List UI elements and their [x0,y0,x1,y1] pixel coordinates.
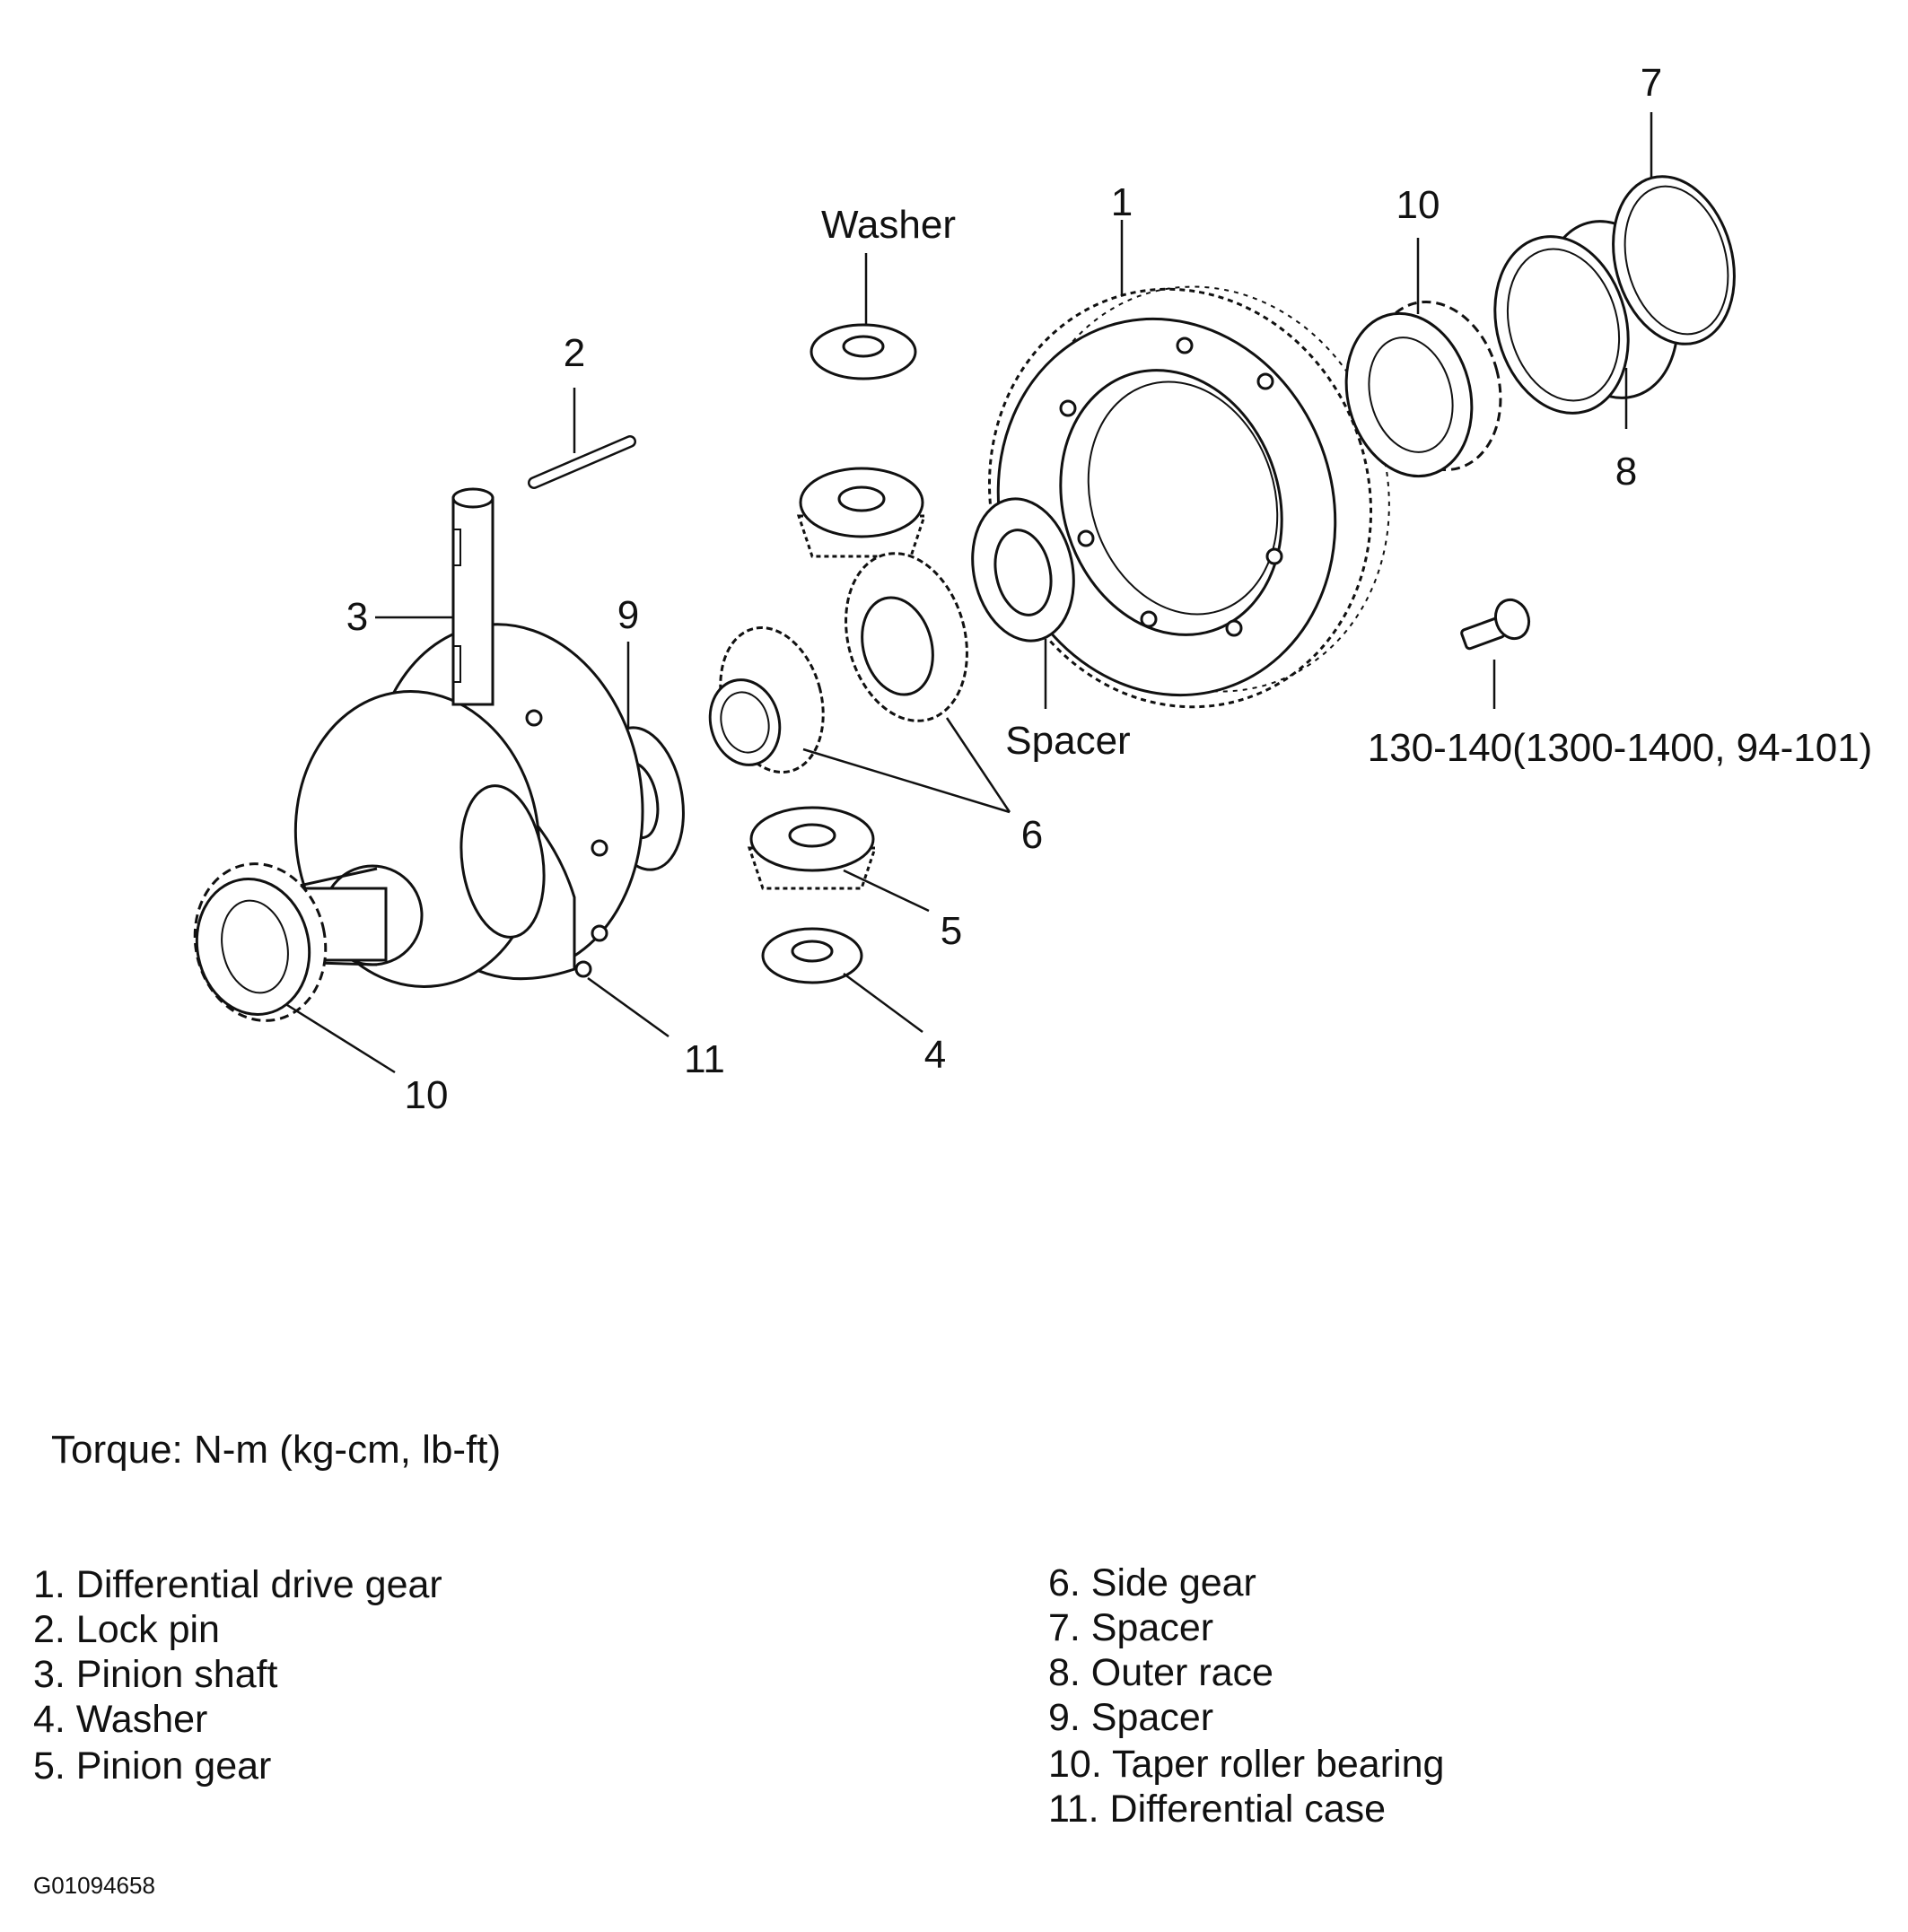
washer-top [810,323,917,380]
callout-4: 4 [924,1033,946,1077]
callout-9: 9 [617,593,639,637]
pinion-shaft [451,487,495,706]
differential-case [285,623,644,988]
callout-5: 5 [941,909,962,953]
legend-item: 6. Side gear [1048,1561,1256,1604]
lock-pin [528,435,636,489]
taper-roller-bearing-left [193,862,328,1022]
callout-washer: Washer [821,203,956,247]
callout-2: 2 [564,331,585,375]
legend-item: 4. Washer [33,1698,207,1741]
taper-roller-bearing-right [1344,300,1502,478]
legend-item: 9. Spacer [1048,1696,1213,1739]
torque-note: Torque: N-m (kg-cm, lb-ft) [51,1428,501,1472]
legend-item: 8. Outer race [1048,1651,1273,1694]
pinion-gear-lower [747,806,878,890]
legend-item: 7. Spacer [1048,1606,1213,1649]
spacer-ring-7 [1612,175,1736,345]
legend-right: 6. Side gear 7. Spacer 8. Outer race 9. … [1048,1561,1444,1831]
callout-7: 7 [1641,61,1662,105]
spacer-ring [971,497,1075,643]
washer-4 [761,927,863,984]
legend-item: 10. Taper roller bearing [1048,1743,1444,1786]
callout-1: 1 [1111,180,1133,224]
callout-3: 3 [346,595,368,639]
legend-item: 3. Pinion shaft [33,1653,278,1696]
callout-8: 8 [1615,450,1637,494]
pinion-gear-upper [796,467,927,558]
callout-6: 6 [1021,813,1043,857]
callout-10-top: 10 [1396,183,1440,227]
legend-item: 1. Differential drive gear [33,1563,442,1606]
leader-lines [286,112,1653,1074]
legend-item: 5. Pinion gear [33,1744,271,1788]
side-gear-front [708,626,825,774]
callout-11: 11 [684,1037,725,1081]
callout-spacer: Spacer [1005,719,1130,763]
legend-left: 1. Differential drive gear 2. Lock pin 3… [33,1563,442,1788]
side-gear-rear [845,552,968,722]
legend-item: 11. Differential case [1048,1788,1386,1831]
callout-10-bottom: 10 [405,1073,449,1117]
differential-drive-gear [987,285,1390,709]
bolt [1460,598,1531,651]
callout-bolt-torque: 130-140(1300-1400, 94-101) [1368,726,1873,770]
legend-item: 2. Lock pin [33,1608,220,1651]
figure-id: G01094658 [33,1872,155,1899]
